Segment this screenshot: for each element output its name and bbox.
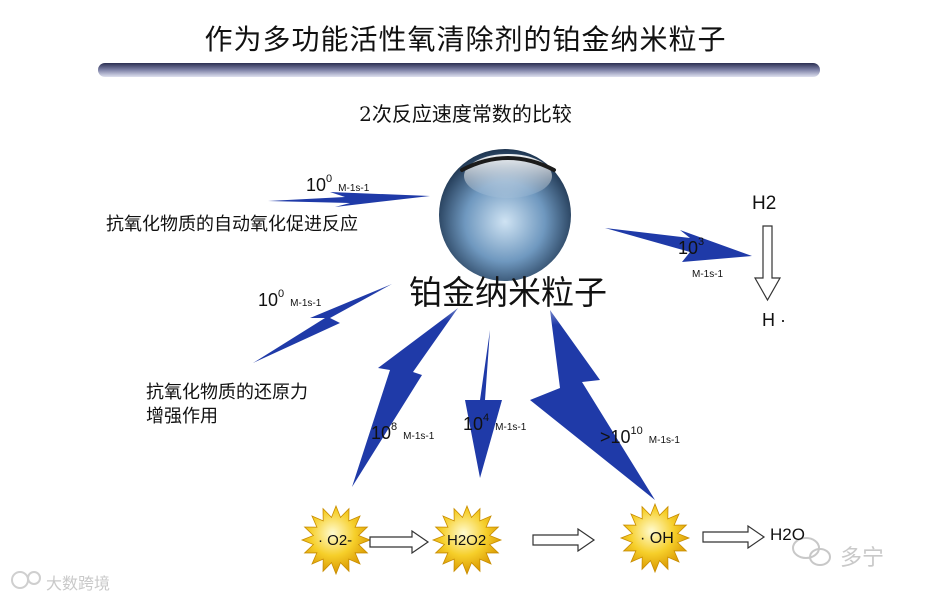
- rate-reducing-power: 100M-1s-1: [258, 288, 321, 311]
- rate-superoxide: 108M-1s-1: [371, 421, 434, 444]
- rate-unit: M-1s-1: [338, 183, 370, 194]
- arrow-reducing-power: [253, 284, 392, 363]
- burst-star: [431, 504, 503, 576]
- burst-superoxide: [300, 504, 372, 576]
- watermark-bottom-right: 多宁: [840, 546, 885, 571]
- arrow-peroxide: [465, 330, 502, 478]
- rate-hydroxyl: >1010M-1s-1: [600, 425, 680, 448]
- arrow-hydroxyl: [530, 310, 655, 500]
- rate-mantissa: 10: [371, 423, 392, 443]
- rate-exponent: 4: [483, 412, 490, 424]
- arrow-peroxide-to-hydroxyl: [532, 527, 596, 553]
- rate-exponent: 0: [278, 288, 285, 300]
- rate-hydrogen-unit: M-1s-1: [692, 264, 723, 282]
- rate-hydrogen: 103: [678, 236, 704, 259]
- page-subtitle: 2次反应速度常数的比较: [359, 102, 572, 126]
- rate-mantissa: 10: [463, 414, 484, 434]
- rate-exponent: 8: [391, 421, 398, 433]
- platinum-sphere: [439, 149, 571, 281]
- page-title: 作为多功能活性氧清除剂的铂金纳米粒子: [204, 23, 727, 56]
- species-peroxide: H2O2: [447, 532, 487, 549]
- wechat-icon: [792, 537, 831, 566]
- rate-peroxide: 104M-1s-1: [463, 412, 526, 435]
- species-water: H2O: [770, 525, 805, 544]
- rate-unit: M-1s-1: [403, 431, 435, 442]
- species-h-radical: H ·: [762, 310, 786, 330]
- burst-hydroxyl: [619, 502, 691, 574]
- h2-down-arrow: [753, 225, 782, 302]
- reaction-arrows: [253, 192, 752, 500]
- arrow-auto-oxidation: [268, 192, 430, 207]
- species-superoxide: · O2-: [318, 532, 353, 549]
- label-reducing-power-line2: 增强作用: [146, 406, 218, 427]
- burst-star: [300, 504, 372, 576]
- rate-exponent: 10: [630, 425, 643, 437]
- species-hydroxyl: · OH: [640, 530, 674, 547]
- rate-auto-oxidation: 100M-1s-1: [306, 173, 369, 196]
- burst-star: [619, 502, 691, 574]
- title-underline-bar: [98, 63, 820, 77]
- rate-unit: M-1s-1: [495, 422, 527, 433]
- rate-mantissa: 10: [678, 238, 699, 258]
- arrow-hydrogen: [605, 228, 752, 262]
- species-h2: H2: [752, 193, 777, 214]
- label-reducing-power-line1: 抗氧化物质的还原力: [146, 382, 308, 403]
- center-label: 铂金纳米粒子: [409, 273, 607, 312]
- arrow-superoxide-to-peroxide: [369, 529, 430, 555]
- arrow-superoxide: [352, 308, 458, 487]
- rate-exponent: 3: [698, 236, 705, 248]
- watermark-bottom-left: 大数跨境: [46, 574, 111, 593]
- rate-mantissa: 10: [258, 290, 279, 310]
- center-glow: [370, 250, 670, 326]
- rate-mantissa: 10: [306, 175, 327, 195]
- burst-peroxide: [431, 504, 503, 576]
- rate-unit: M-1s-1: [648, 435, 680, 446]
- watermark-bottom-left-icon: [11, 571, 41, 589]
- rate-unit: M-1s-1: [692, 269, 724, 280]
- label-auto-oxidation: 抗氧化物质的自动氧化促进反应: [106, 214, 358, 235]
- rate-unit: M-1s-1: [290, 298, 322, 309]
- arrow-hydroxyl-to-water: [702, 524, 766, 550]
- rate-mantissa: >10: [600, 427, 631, 447]
- rate-exponent: 0: [326, 173, 333, 185]
